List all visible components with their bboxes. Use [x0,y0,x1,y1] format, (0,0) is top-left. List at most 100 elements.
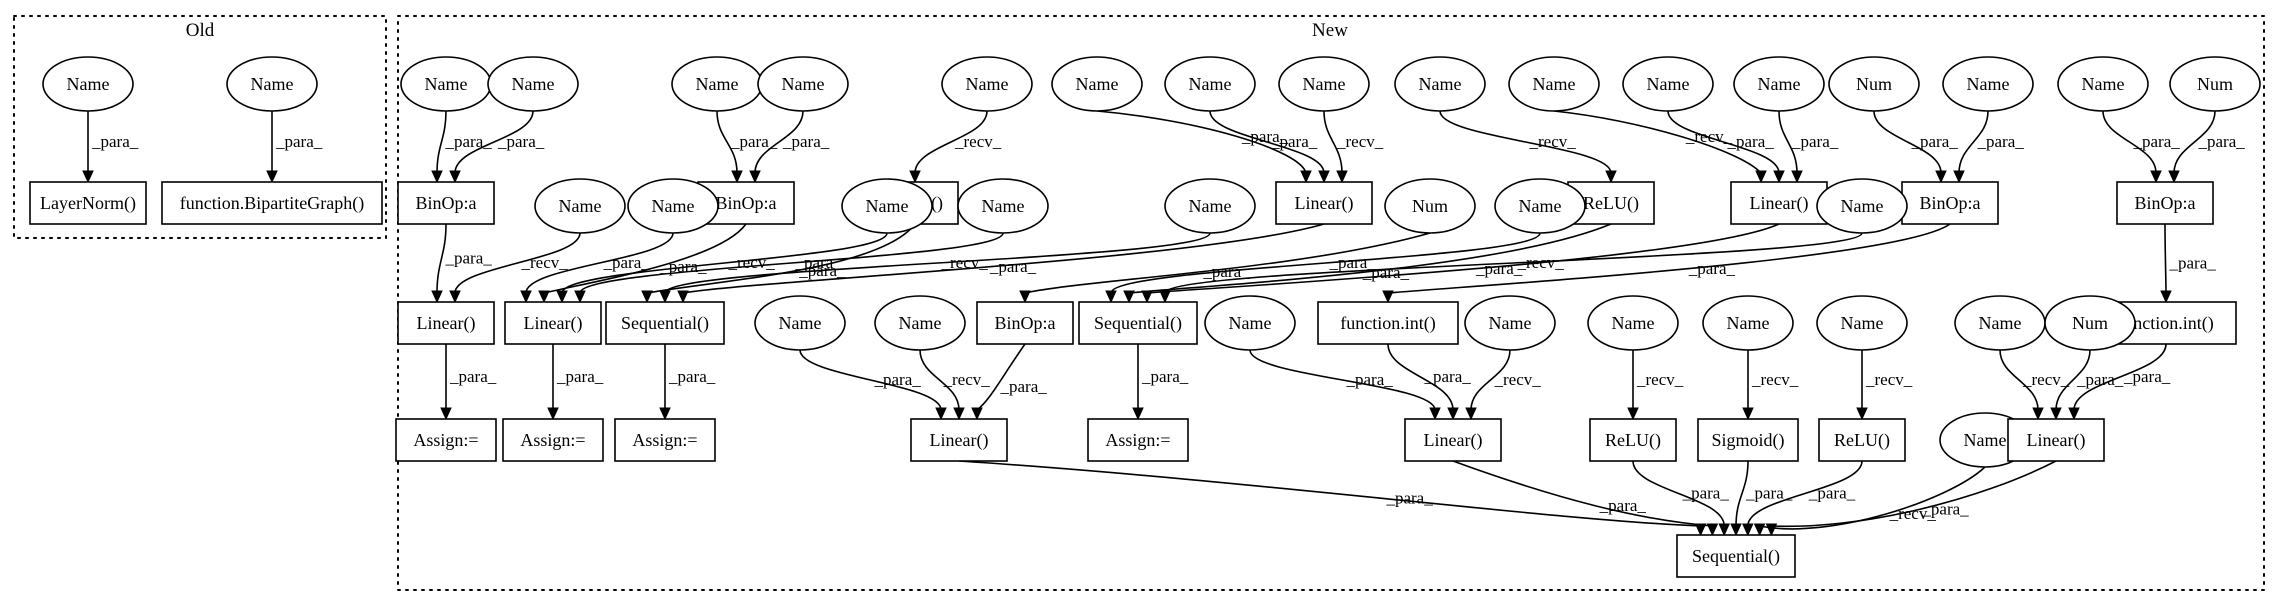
node-sigmoid-sg[interactable]: Sigmoid() [1697,418,1799,462]
node-linear-lt1[interactable]: Linear() [1275,181,1373,225]
node-label: Assign:= [520,430,585,450]
edge-b5-to-l3: _para_ [971,343,1047,421]
node-name-t7[interactable]: Name [1164,56,1256,112]
node-name-t15[interactable]: Name [2057,56,2149,112]
node-name-t11[interactable]: Name [1622,56,1714,112]
node-label: ReLU() [1834,430,1890,451]
node-name-t3[interactable]: Name [671,56,763,112]
edge-line [1024,232,1431,294]
node-relu-r2[interactable]: ReLU() [1567,181,1655,225]
edge-u3-to-l4: _para_ [1249,349,1441,421]
edge-label: _recv_ [1636,370,1684,389]
edge-l1-to-a1: _para_ [440,343,497,421]
node-name-t5[interactable]: Name [941,56,1033,112]
node-assign-a3[interactable]: Assign:= [614,418,716,462]
node-label: Num [1412,196,1448,216]
node-name-m8[interactable]: Name [1816,178,1908,234]
edge-label: _para_ [1599,496,1647,515]
node-label: Name [1967,74,2010,94]
node-function-bipartitegraph-o_bg[interactable]: function.BipartiteGraph() [161,181,383,225]
node-name-u3[interactable]: Name [1204,295,1296,351]
node-name-u7[interactable]: Name [1816,295,1908,351]
node-linear-lt2[interactable]: Linear() [1730,181,1828,225]
node-name-o_n1[interactable]: Name [42,56,134,112]
edge-label: _para_ [1911,132,1959,151]
node-name-u4[interactable]: Name [1464,295,1556,351]
arrow-head-icon [2168,170,2180,184]
node-label: Name [866,196,909,216]
node-linear-l3[interactable]: Linear() [910,418,1008,462]
node-name-m3[interactable]: Name [841,178,933,234]
node-sequential-s3[interactable]: Sequential() [1676,534,1796,578]
edge-t1-to-b1: _para_ [431,110,492,184]
edge-r3-to-s3: _para_ [1632,460,1730,537]
node-name-m2[interactable]: Name [627,178,719,234]
node-name-m5[interactable]: Name [1164,178,1256,234]
edge-b4-to-fi2: _para_ [2160,223,2216,304]
node-name-t2[interactable]: Name [487,56,579,112]
edge-label: _para_ [874,370,922,389]
edge-line [2173,110,2216,174]
edge-label: _recv_ [954,132,1002,151]
node-name-t1[interactable]: Name [400,56,492,112]
node-binop-a-b3[interactable]: BinOp:a [1901,181,1999,225]
node-label: Name [982,196,1025,216]
node-assign-a1[interactable]: Assign:= [395,418,497,462]
edge-b1-to-l1: _para_ [431,223,492,304]
node-name-u8[interactable]: Name [1954,295,2046,351]
node-sequential-s1[interactable]: Sequential() [605,301,725,345]
node-sequential-s2[interactable]: Sequential() [1078,301,1198,345]
node-linear-l4[interactable]: Linear() [1404,418,1502,462]
node-box [395,418,497,462]
node-name-t10[interactable]: Name [1508,56,1600,112]
node-name-u1[interactable]: Name [754,295,846,351]
edge-t9-to-r2: _recv_ [1439,110,1617,184]
node-num-t16[interactable]: Num [2169,56,2261,112]
node-name-t12[interactable]: Name [1733,56,1825,112]
node-name-t6[interactable]: Name [1051,56,1143,112]
node-name-u5[interactable]: Name [1587,295,1679,351]
node-relu-r4[interactable]: ReLU() [1818,418,1906,462]
arrow-head-icon [1318,170,1330,184]
arrow-head-icon [547,407,559,421]
node-num-t13[interactable]: Num [1828,56,1920,112]
node-relu-r3[interactable]: ReLU() [1589,418,1677,462]
edge-label: _para_ [2198,132,2246,151]
node-ellipse [757,56,849,112]
node-box [397,181,495,225]
node-assign-a4[interactable]: Assign:= [1087,418,1189,462]
arrow-head-icon [1856,407,1868,421]
node-name-m7[interactable]: Name [1494,178,1586,234]
edge-m2-to-l2: _para_ [520,232,674,304]
node-ellipse [1942,56,2034,112]
node-linear-l2[interactable]: Linear() [504,301,602,345]
node-name-t8[interactable]: Name [1278,56,1370,112]
node-label: BinOp:a [1920,193,1981,213]
edge-line [716,110,738,174]
node-name-m4[interactable]: Name [957,178,1049,234]
node-num-u9[interactable]: Num [2044,295,2136,351]
node-assign-a2[interactable]: Assign:= [502,418,604,462]
node-name-u6[interactable]: Name [1702,295,1794,351]
node-label: Linear() [1750,193,1809,214]
node-linear-l5[interactable]: Linear() [2007,418,2105,462]
node-ellipse [1622,56,1714,112]
node-ellipse [487,56,579,112]
cluster-label-old: Old [186,20,215,41]
edge-label: _recv_ [2022,370,2070,389]
node-num-m6[interactable]: Num [1384,178,1476,234]
node-name-m1[interactable]: Name [534,178,626,234]
edge-line [664,232,1211,294]
node-binop-a-b5[interactable]: BinOp:a [976,301,1074,345]
node-name-t4[interactable]: Name [757,56,849,112]
node-function-int-fi1[interactable]: function.int() [1317,301,1459,345]
node-layernorm-o_ln[interactable]: LayerNorm() [29,181,147,225]
node-binop-a-b4[interactable]: BinOp:a [2116,181,2214,225]
edge-line [1249,349,1436,411]
node-name-o_n2[interactable]: Name [226,56,318,112]
node-name-t9[interactable]: Name [1394,56,1486,112]
node-name-t14[interactable]: Name [1942,56,2034,112]
node-binop-a-b1[interactable]: BinOp:a [397,181,495,225]
node-name-u2[interactable]: Name [874,295,966,351]
node-linear-l1[interactable]: Linear() [397,301,495,345]
